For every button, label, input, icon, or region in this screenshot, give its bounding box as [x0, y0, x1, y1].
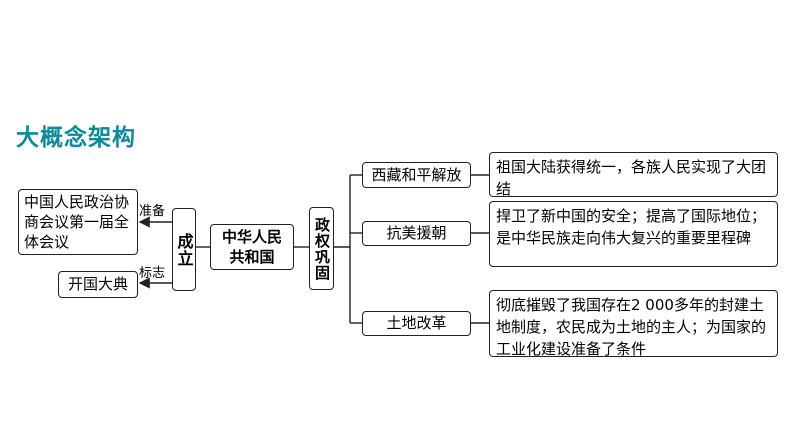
edge-label-symbol: 标志 [139, 266, 166, 281]
node-founding: 成立 [172, 208, 196, 291]
outcome-tibet: 祖国大陆获得统一，各族人民实现了大团结 [489, 152, 778, 198]
node-ceremony: 开国大典 [58, 271, 138, 298]
node-land: 土地改革 [362, 311, 471, 336]
node-consolidation: 政权巩固 [309, 207, 334, 290]
node-korea: 抗美援朝 [362, 221, 471, 246]
outcome-korea: 捍卫了新中国的安全；提高了国际地位；是中华民族走向伟大复兴的重要里程碑 [489, 201, 778, 267]
node-prc: 中华人民共和国 [210, 224, 294, 270]
diagram-title: 大概念架构 [16, 125, 136, 151]
node-meeting: 中国人民政治协商会议第一届全体会议 [18, 189, 138, 255]
node-tibet: 西藏和平解放 [362, 162, 471, 188]
edge-label-prepare: 准备 [139, 204, 166, 219]
outcome-land: 彻底摧毁了我国存在2 000多年的封建土地制度，农民成为土地的主人；为国家的工业… [489, 290, 778, 358]
